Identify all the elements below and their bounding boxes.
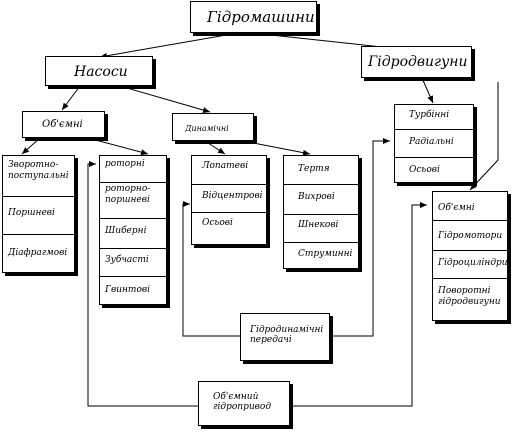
obyemni-dv-cell-2: Гідроциліндри xyxy=(433,250,508,278)
lopatevi-box: Лопатеві Відцентрові Осьові xyxy=(191,155,267,245)
rotorni-item-0: роторні xyxy=(105,159,145,169)
arrow-to-rotorni xyxy=(87,137,149,156)
turbinni-sep-1 xyxy=(395,157,473,158)
rotorni-sep-1 xyxy=(100,218,166,219)
nasosy-label: Насоси xyxy=(74,64,128,80)
lopatevi-sep-0 xyxy=(192,184,266,185)
tertya-item-3: Струминні xyxy=(298,249,353,259)
obyemnyi-pryvod-to-obyemni-dv xyxy=(290,202,427,407)
zvorotno-cell-1: Поршневі xyxy=(3,196,74,234)
zvorotno-sep-1 xyxy=(3,234,74,235)
rotorni-box: роторні роторно- поршневі Шиберні Зубчас… xyxy=(99,155,167,305)
tertya-item-1: Вихрові xyxy=(298,192,335,202)
zvorotno-item-2: Діафрагмові xyxy=(8,248,68,258)
tertya-cell-0: Тертя xyxy=(284,156,358,184)
dynamichni-box: Динамічні xyxy=(172,113,254,141)
turbinni-sep-0 xyxy=(395,129,473,130)
rotorni-item-3: Зубчасті xyxy=(105,255,149,265)
arrow-to-nasosy xyxy=(99,33,233,59)
hydrodyn-peredachi-to-turbinni xyxy=(330,138,390,337)
obyemni-dv-item-2: Гідроциліндри xyxy=(438,258,508,268)
title-label: Гідромашини xyxy=(207,8,315,26)
arrow-to-lopatevi xyxy=(204,140,226,155)
obyemni-box: Об'ємні xyxy=(22,111,105,138)
hydrodyn-peredachi-box: Гідродинамічні передачі xyxy=(240,313,330,361)
rotorni-item-4: Гвинтові xyxy=(105,285,150,295)
lopatevi-item-2: Осьові xyxy=(202,218,233,228)
lopatevi-cell-0: Лопатеві xyxy=(192,156,266,184)
arrow-to-dynamichni xyxy=(119,85,211,113)
rotorni-item-1: роторно- поршневі xyxy=(105,184,151,205)
tertya-cell-1: Вихрові xyxy=(284,184,358,214)
tertya-box: Тертя Вихрові Шнекові Струминні xyxy=(283,155,359,269)
arrow-to-turbinni xyxy=(421,77,434,104)
obyemnyi-pryvod-box: Об'ємний гідропривод xyxy=(198,381,290,426)
zvorotno-cell-2: Діафрагмові xyxy=(3,234,74,274)
arrow-to-tertya xyxy=(242,140,311,156)
turbinni-box: Турбінні Радіальні Осьові xyxy=(394,104,474,183)
tertya-item-0: Тертя xyxy=(298,164,330,174)
obyemnyi-pryvod-to-rotorni xyxy=(87,161,198,407)
nasosy-box: Насоси xyxy=(45,56,153,86)
obyemni-dv-sep-1 xyxy=(433,250,507,251)
rotorni-sep-0 xyxy=(100,182,166,183)
zvorotno-sep-0 xyxy=(3,196,74,197)
turbinni-cell-1: Радіальні xyxy=(395,129,473,157)
dynamichni-label: Динамічні xyxy=(185,124,229,133)
obyemni-dv-sep-2 xyxy=(433,278,507,279)
zvorotno-box: Зворотно- поступальні Поршневі Діафрагмо… xyxy=(2,155,75,273)
hydrodyn-peredachi-to-lopatevi xyxy=(182,201,240,337)
lopatevi-cell-2: Осьові xyxy=(192,212,266,246)
lopatevi-cell-1: Відцентрові xyxy=(192,184,266,212)
rotorni-sep-3 xyxy=(100,276,166,277)
rotorni-item-2: Шиберні xyxy=(105,226,147,236)
zvorotno-item-0: Зворотно- поступальні xyxy=(8,160,69,181)
lopatevi-item-1: Відцентрові xyxy=(202,191,263,201)
obyemni-dv-item-1: Гідромотори xyxy=(438,231,503,241)
tertya-sep-2 xyxy=(284,242,358,243)
tertya-item-2: Шнекові xyxy=(298,220,339,230)
obyemni-dv-sep-0 xyxy=(433,220,507,221)
zvorotno-cell-0: Зворотно- поступальні xyxy=(3,156,74,196)
obyemni-dv-box: Об'ємні Гідромотори Гідроциліндри Поворо… xyxy=(432,191,508,321)
hydrodyn-peredachi-label: Гідродинамічні передачі xyxy=(250,325,324,346)
turbinni-cell-0: Турбінні xyxy=(395,105,473,129)
arrow-to-obyemni xyxy=(61,85,81,111)
obyemni-dv-cell-0: Об'ємні xyxy=(433,192,507,220)
turbinni-item-1: Радіальні xyxy=(409,137,454,147)
obyemni-dv-cell-1: Гідромотори xyxy=(433,220,507,250)
obyemni-label: Об'ємні xyxy=(42,119,83,130)
turbinni-item-0: Турбінні xyxy=(409,110,450,120)
rotorni-cell-1: роторно- поршневі xyxy=(100,182,166,218)
lopatevi-sep-1 xyxy=(192,212,266,213)
tertya-sep-1 xyxy=(284,214,358,215)
arrow-to-obyemni-dv xyxy=(469,82,499,191)
tertya-sep-0 xyxy=(284,184,358,185)
rotorni-sep-2 xyxy=(100,248,166,249)
lopatevi-item-0: Лопатеві xyxy=(202,161,249,171)
turbinni-cell-2: Осьові xyxy=(395,157,473,184)
rotorni-cell-0: роторні xyxy=(100,156,166,182)
obyemni-dv-cell-3: Поворотні гідродвигуни xyxy=(433,278,507,322)
title-box: Гідромашини xyxy=(190,1,317,33)
hidrodvyhuny-label: Гідродвигуни xyxy=(368,54,468,70)
obyemni-dv-item-3: Поворотні гідродвигуни xyxy=(438,286,501,307)
obyemnyi-pryvod-label: Об'ємний гідропривод xyxy=(213,392,272,413)
tertya-cell-2: Шнекові xyxy=(284,214,358,242)
obyemni-dv-item-0: Об'ємні xyxy=(438,203,475,213)
rotorni-cell-4: Гвинтові xyxy=(100,276,166,306)
tertya-cell-3: Струминні xyxy=(284,242,358,270)
hidrodvyhuny-box: Гідродвигуни xyxy=(361,46,472,78)
zvorotno-item-1: Поршневі xyxy=(8,208,55,218)
turbinni-item-2: Осьові xyxy=(409,165,440,175)
arrow-to-zvorotno xyxy=(21,137,41,155)
rotorni-cell-2: Шиберні xyxy=(100,218,166,248)
rotorni-cell-3: Зубчасті xyxy=(100,248,166,276)
